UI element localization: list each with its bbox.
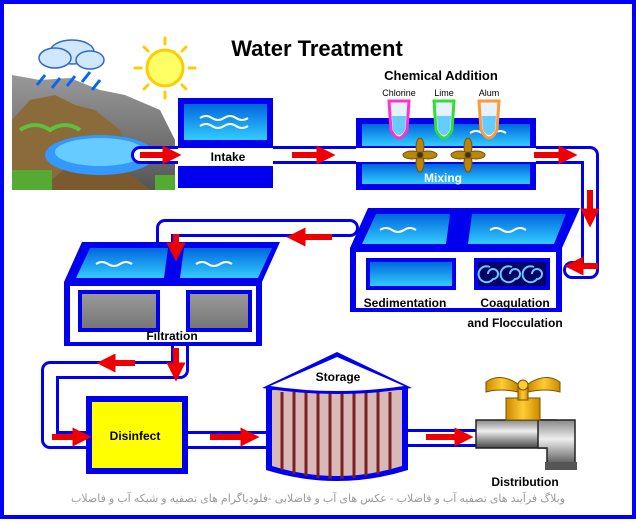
floc-swirl-icon <box>477 265 543 284</box>
mixing-label: Mixing <box>424 171 462 185</box>
cloud-icon <box>35 39 105 91</box>
chemical-tube-alum <box>477 99 501 140</box>
flow-arrows <box>52 145 600 447</box>
chemical-addition-heading: Chemical Addition <box>384 68 498 83</box>
disinfect-label: Disinfect <box>110 429 161 443</box>
landscape-illustration <box>12 75 175 190</box>
flocculation-label: and Flocculation <box>467 316 562 330</box>
disinfect-tank: Disinfect <box>86 396 188 474</box>
sun-icon <box>133 36 197 100</box>
chlorine-label: Chlorine <box>382 88 416 98</box>
footer-caption: وبلاگ فرآیند های تصفیه آب و فاضلاب - عکس… <box>71 491 565 505</box>
intake-tank: Intake <box>178 98 273 188</box>
lime-label: Lime <box>434 88 454 98</box>
chemical-tube-lime <box>432 99 456 140</box>
distribution-label: Distribution <box>491 475 558 489</box>
alum-label: Alum <box>479 88 500 98</box>
storage-label: Storage <box>316 370 361 384</box>
intake-label: Intake <box>211 150 246 164</box>
coagulation-label: Coagulation <box>480 296 549 310</box>
chemical-tube-chlorine <box>387 99 411 140</box>
filtration-label: Filtration <box>146 329 197 343</box>
storage-tank: Storage <box>262 352 412 481</box>
filtration-basin: Filtration <box>64 242 280 346</box>
mixer-propeller-icon <box>402 137 486 173</box>
sedimentation-label: Sedimentation <box>364 296 447 310</box>
sedimentation-basin: Sedimentation Coagulation <box>350 208 580 312</box>
diagram-title: Water Treatment <box>231 36 403 61</box>
faucet-icon <box>475 377 577 470</box>
